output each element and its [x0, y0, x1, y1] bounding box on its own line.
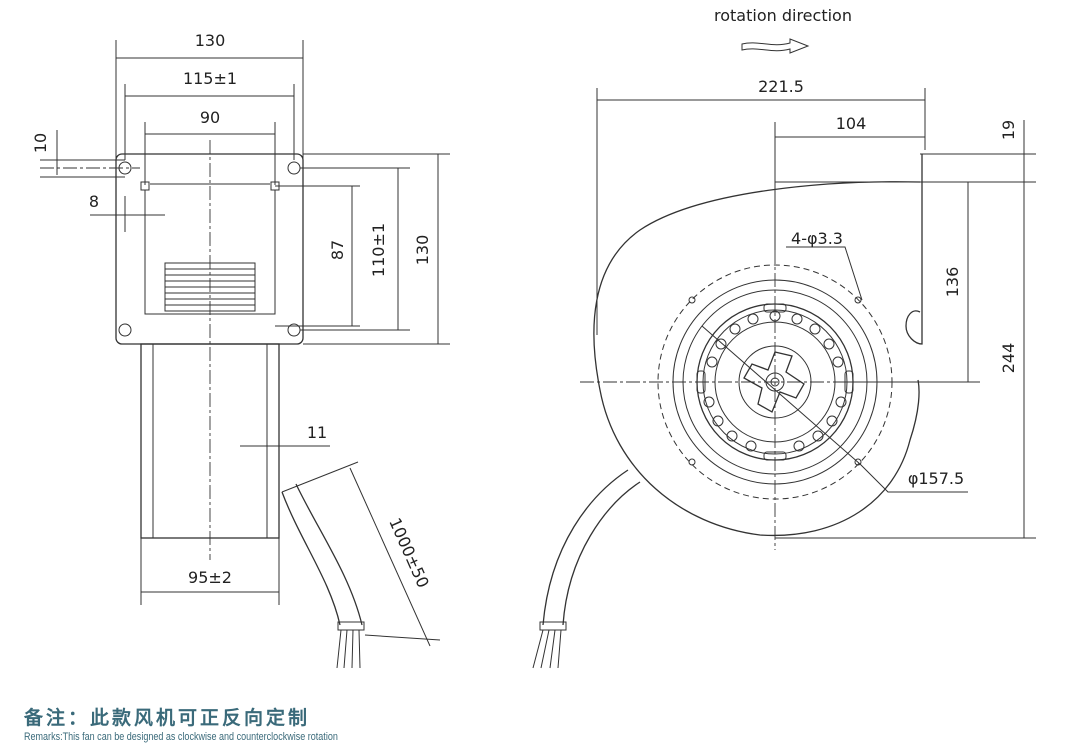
front-view: [40, 40, 450, 669]
dim-inner-height: 87: [328, 240, 347, 260]
dim-body-offset: 11: [307, 423, 327, 442]
dim-overall-width: 130: [195, 31, 226, 50]
dim-hole-spacing: 115±1: [183, 69, 237, 88]
remark-english: Remarks:This fan can be designed as cloc…: [24, 731, 338, 743]
dim-overall-height: 130: [413, 235, 432, 266]
dim-inlet-width: 90: [200, 108, 220, 127]
rotation-direction-label: rotation direction: [714, 6, 852, 25]
rotation-arrow-icon: [741, 38, 810, 54]
dim-outlet-offset: 19: [999, 120, 1018, 140]
dim-center-height: 136: [943, 267, 962, 298]
dim-center-to-outlet: 104: [836, 114, 867, 133]
cable-front: [281, 461, 441, 669]
dim-flange-offset: 10: [31, 133, 50, 153]
dim-cable-length: 1000±50: [385, 515, 433, 591]
dim-body-width: 95±2: [188, 568, 232, 587]
cable-side: [532, 469, 641, 669]
remark-chinese: 备注：此款风机可正反向定制: [24, 707, 311, 729]
dim-mount-circle: φ157.5: [908, 469, 964, 488]
dim-side-overall-width: 221.5: [758, 77, 804, 96]
dim-side-offset: 8: [89, 192, 99, 211]
dim-mount-holes: 4-φ3.3: [791, 229, 843, 248]
side-view: [532, 38, 1036, 669]
dim-hole-vertical-spacing: 110±1: [369, 223, 388, 277]
dim-side-overall-height: 244: [999, 343, 1018, 374]
